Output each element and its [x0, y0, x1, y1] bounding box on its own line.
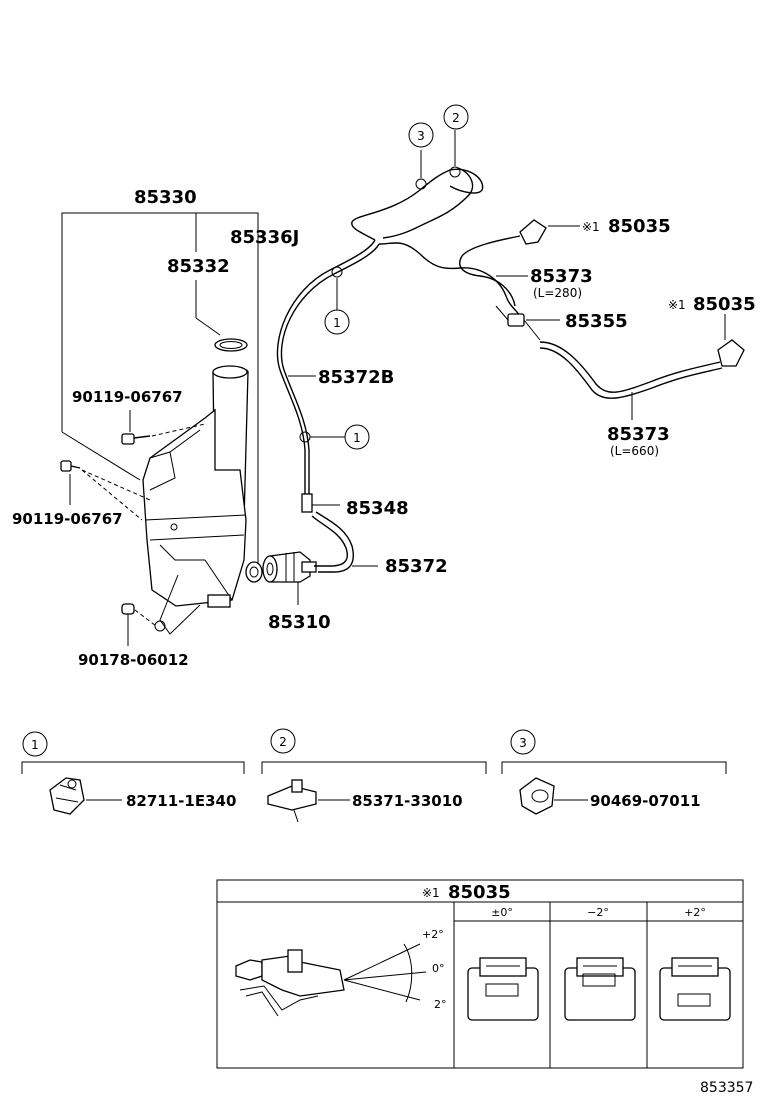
- column-header-minus2: −2°: [587, 906, 609, 919]
- angle-label-0: 0°: [432, 962, 445, 975]
- table-title-mark: ※1: [422, 886, 440, 900]
- label-bolt-a: 90119-06767: [72, 388, 183, 406]
- pump-and-hoses: [262, 130, 745, 605]
- hose-main: [276, 239, 376, 494]
- detail-3-number: 3: [519, 736, 527, 750]
- detail-3: 3 90469-07011: [501, 729, 727, 815]
- part-labels: 85330 85336J 85332 90119-06767 90119-067…: [12, 187, 756, 669]
- clip-callout: 3: [408, 122, 434, 148]
- label-nozzle-upper: 85035: [608, 216, 671, 237]
- label-hose-main: 85372B: [318, 367, 394, 388]
- bolt-b: [60, 460, 151, 521]
- column-header-plus2: +2°: [684, 906, 706, 919]
- detail-1-number: 1: [31, 738, 39, 752]
- clip-callouts: 3 2 1 1: [324, 104, 469, 450]
- label-connector: 85355: [565, 311, 628, 332]
- hose-pump: [311, 515, 348, 567]
- label-hose-short: 85373: [530, 266, 593, 287]
- nozzle-angle-table: ※1 85035 ±0° −2° +2° +2° 0° 2°: [216, 879, 744, 1069]
- clip-callout: 1: [324, 309, 350, 335]
- nozzle-top-view-plus2: [659, 957, 731, 1021]
- column-header-0: ±0°: [491, 906, 513, 919]
- pump-seal: [245, 561, 263, 583]
- hose-long: [539, 341, 721, 393]
- label-nozzle-upper-mark: ※1: [582, 220, 600, 234]
- label-hose-long: 85373: [607, 424, 670, 445]
- table-title: 85035: [448, 882, 511, 903]
- label-nozzle-lower-mark: ※1: [668, 298, 686, 312]
- nozzle-top-view-0: [467, 957, 539, 1021]
- nozzle-upper: [519, 219, 580, 245]
- label-hose-pump: 85372: [385, 556, 448, 577]
- label-cap: 85332: [167, 256, 230, 277]
- label-nozzle-lower: 85035: [693, 294, 756, 315]
- hose-short: [459, 235, 521, 307]
- bolt-a: [121, 410, 206, 445]
- clip-details: 1 82711-1E340 2 85371-33010: [21, 728, 727, 823]
- label-bolt-b: 90119-06767: [12, 510, 123, 528]
- detail-2: 2 85371-33010: [261, 728, 487, 823]
- nozzle-side-view: [235, 943, 427, 1017]
- washer-tank-group: [60, 212, 263, 646]
- clip-1-icon: [49, 777, 85, 815]
- detail-2-part: 85371-33010: [352, 792, 463, 810]
- svg-text:3: 3: [417, 129, 425, 143]
- detail-3-part: 90469-07011: [590, 792, 701, 810]
- angle-label-plus2: +2°: [422, 928, 444, 941]
- check-valve: [301, 493, 340, 513]
- clip-callout: 2: [443, 104, 469, 130]
- tank-cap: [214, 338, 248, 352]
- detail-2-number: 2: [279, 735, 287, 749]
- label-hose-long-length: (L=660): [610, 444, 659, 458]
- label-tank-assy: 85330: [134, 187, 197, 208]
- washer-pump: [262, 551, 317, 605]
- svg-text:1: 1: [353, 431, 361, 445]
- clip-callout: 1: [344, 424, 370, 450]
- clip-3-icon: [519, 777, 555, 815]
- label-pump: 85310: [268, 612, 331, 633]
- label-tank-cap-hose: 85336J: [230, 227, 299, 248]
- grommet: [121, 603, 157, 646]
- svg-text:2: 2: [452, 111, 460, 125]
- detail-1-part: 82711-1E340: [126, 792, 236, 810]
- label-hose-short-length: (L=280): [533, 286, 582, 300]
- label-check-valve: 85348: [346, 498, 409, 519]
- detail-1: 1 82711-1E340: [21, 731, 245, 815]
- nozzle-lower: [717, 314, 745, 367]
- figure-id: 853357: [700, 1080, 753, 1096]
- angle-label-minus2: 2°: [434, 998, 447, 1011]
- washer-tank: [142, 408, 247, 607]
- nozzle-top-view-minus2: [564, 957, 636, 1021]
- connector: [495, 305, 560, 341]
- clip-2-icon: [267, 779, 317, 823]
- label-grommet: 90178-06012: [78, 651, 189, 669]
- svg-text:1: 1: [333, 316, 341, 330]
